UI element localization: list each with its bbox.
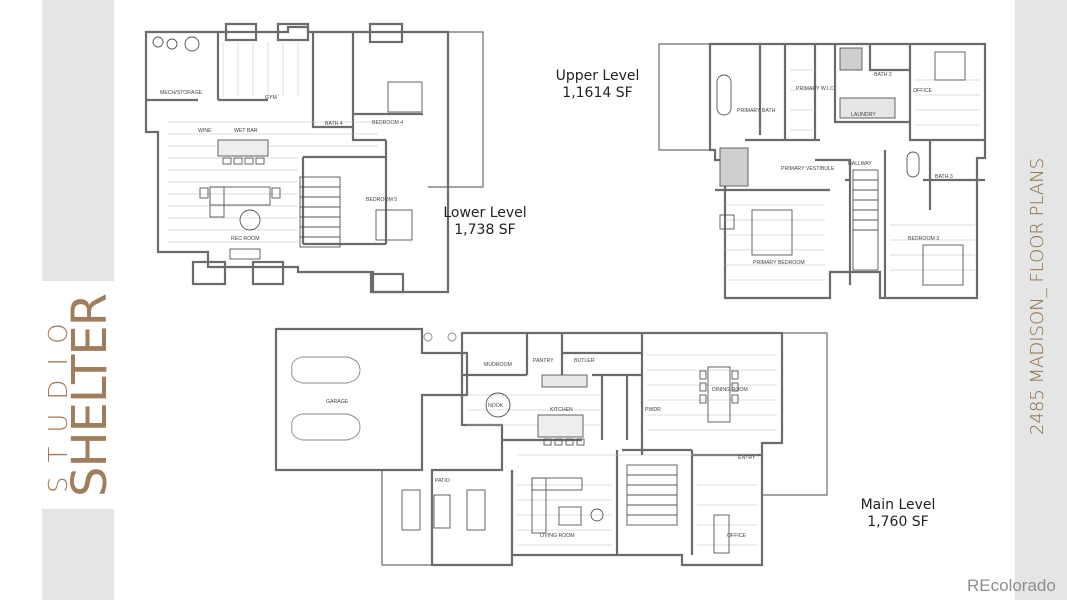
right-strip	[1015, 0, 1067, 600]
main-level-label: Main Level 1,760 SF	[848, 497, 948, 531]
room-label: LAUNDRY	[851, 112, 876, 118]
room-label: GARAGE	[326, 399, 349, 405]
left-strip-top	[42, 0, 114, 281]
lower-level-plan: MECH/STORAGE GYM BATH 4 BEDROOM 4 WINE W…	[144, 22, 484, 294]
room-label: BATH 3	[935, 174, 953, 180]
lower-level-area: 1,738 SF	[454, 222, 516, 238]
room-label: REC ROOM	[231, 236, 260, 242]
page-title: 2485 MADISON_ FLOOR PLANS	[1027, 157, 1048, 435]
room-label: MECH/STORAGE	[160, 90, 203, 96]
room-label: OFFICE	[913, 88, 933, 94]
room-label: PRIMARY W.I.C	[796, 86, 834, 92]
lower-level-label: Lower Level 1,738 SF	[430, 205, 540, 239]
room-label: PRIMARY VESTIBULE	[781, 166, 835, 172]
room-label: BATH 4	[325, 121, 343, 127]
room-label: NOOK	[488, 403, 504, 409]
room-label: BEDROOM 5	[366, 197, 397, 203]
upper-level-plan: PRIMARY BATH PRIMARY W.I.C BATH 2 OFFICE…	[658, 42, 987, 300]
lower-level-name: Lower Level	[443, 205, 527, 221]
left-strip-bottom	[42, 509, 114, 600]
room-label: PATIO	[435, 478, 450, 484]
room-label: BEDROOM 3	[908, 236, 939, 242]
room-label: LIVING ROOM	[540, 533, 575, 539]
room-label: PWDR	[645, 407, 661, 413]
room-label: GYM	[265, 95, 277, 101]
room-label: BEDROOM 4	[372, 120, 403, 126]
room-label: MUDROOM	[484, 362, 512, 368]
logo-shelter-text: SHELTER	[62, 293, 118, 497]
main-level-plan: GARAGE MUDROOM PANTRY BUTLER NOOK KITCHE…	[274, 327, 828, 567]
room-label: DINING ROOM	[712, 387, 748, 393]
upper-level-name: Upper Level	[555, 68, 640, 84]
studio-shelter-logo: STUDIO SHELTER	[38, 292, 118, 497]
upper-level-label: Upper Level 1,1614 SF	[545, 68, 650, 102]
room-label: BATH 2	[874, 72, 892, 78]
main-level-name: Main Level	[860, 497, 936, 513]
room-label: OFFICE	[727, 533, 747, 539]
upper-level-area: 1,1614 SF	[562, 85, 633, 101]
recolorado-watermark: REcolorado	[967, 576, 1056, 595]
room-label: PRIMARY BEDROOM	[753, 260, 805, 266]
title-container: 2485 MADISON_ FLOOR PLANS	[1018, 0, 1064, 600]
room-label: HALLWAY	[848, 161, 872, 167]
room-label: PRIMARY BATH	[737, 108, 776, 114]
main-level-area: 1,760 SF	[867, 514, 929, 530]
room-label: ENTRY	[738, 455, 756, 461]
room-label: PANTRY	[533, 358, 554, 364]
room-label: WINE	[198, 128, 212, 134]
room-label: BUTLER	[574, 358, 595, 364]
room-label: KITCHEN	[550, 407, 573, 413]
room-label: WET BAR	[234, 128, 258, 134]
